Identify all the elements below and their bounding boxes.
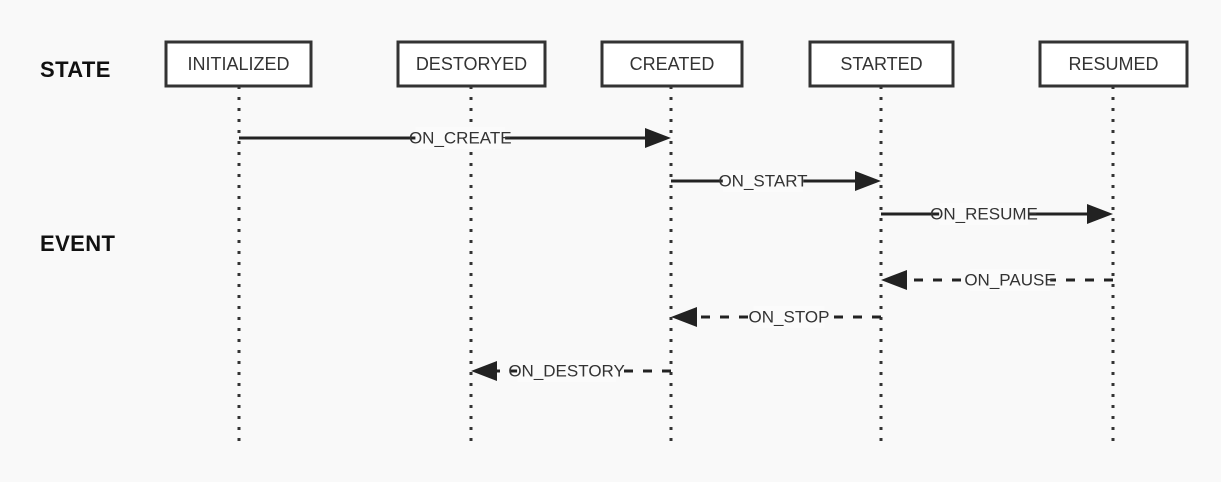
event-edge-on-resume[interactable]: ON_RESUME xyxy=(881,203,1113,225)
edge-label-on-destory: ON_DESTORY xyxy=(508,361,625,380)
state-box-created[interactable]: CREATED xyxy=(600,40,744,88)
state-box-label-created: CREATED xyxy=(630,54,715,74)
event-edge-on-start[interactable]: ON_START xyxy=(671,170,881,192)
event-edge-on-destory[interactable]: ON_DESTORY xyxy=(471,360,671,382)
state-box-outline-created xyxy=(600,40,744,88)
state-boxes: INITIALIZED DESTORYED CREATED STARTED RESUME… xyxy=(164,40,1189,88)
edge-arrowhead-on-destory xyxy=(471,361,497,381)
edge-label-bg-on-resume xyxy=(939,203,1029,225)
event-edge-on-stop[interactable]: ON_STOP xyxy=(671,306,881,328)
state-box-label-resumed: RESUMED xyxy=(1068,54,1158,74)
edge-label-on-start: ON_START xyxy=(718,171,807,190)
axis-label-state: STATE xyxy=(40,57,111,82)
edge-label-bg-on-pause xyxy=(969,269,1051,291)
axis-labels: STATE EVENT xyxy=(40,57,116,256)
edge-arrowhead-on-stop xyxy=(671,307,697,327)
axis-label-event: EVENT xyxy=(40,231,116,256)
state-box-destoryed[interactable]: DESTORYED xyxy=(396,40,547,88)
edge-label-on-create: ON_CREATE xyxy=(409,128,512,147)
state-box-initialized[interactable]: INITIALIZED xyxy=(164,40,313,88)
edge-arrowhead-on-create xyxy=(645,128,671,148)
edge-label-on-stop: ON_STOP xyxy=(749,307,830,326)
state-box-outline-started xyxy=(808,40,955,88)
edge-label-bg-on-create xyxy=(415,127,506,149)
edge-label-on-pause: ON_PAUSE xyxy=(964,270,1055,289)
edge-label-bg-on-start xyxy=(722,170,804,192)
edge-label-bg-on-stop xyxy=(753,306,825,328)
state-box-outline-destoryed xyxy=(396,40,547,88)
state-box-label-destoryed: DESTORYED xyxy=(416,54,527,74)
edge-arrowhead-on-start xyxy=(855,171,881,191)
state-box-label-initialized: INITIALIZED xyxy=(187,54,289,74)
edge-arrowhead-on-pause xyxy=(881,270,907,290)
state-box-started[interactable]: STARTED xyxy=(808,40,955,88)
edge-label-on-resume: ON_RESUME xyxy=(930,204,1038,223)
event-edges: ON_CREATE ON_START ON_RESUME ON_PAUSE ON_STO… xyxy=(239,127,1113,382)
event-edge-on-pause[interactable]: ON_PAUSE xyxy=(881,269,1113,291)
state-box-resumed[interactable]: RESUMED xyxy=(1038,40,1189,88)
state-box-outline-resumed xyxy=(1038,40,1189,88)
edge-arrowhead-on-resume xyxy=(1087,204,1113,224)
event-edge-on-create[interactable]: ON_CREATE xyxy=(239,127,671,149)
edge-label-bg-on-destory xyxy=(517,360,617,382)
state-box-outline-initialized xyxy=(164,40,313,88)
lifelines xyxy=(237,86,1115,443)
state-box-label-started: STARTED xyxy=(840,54,922,74)
